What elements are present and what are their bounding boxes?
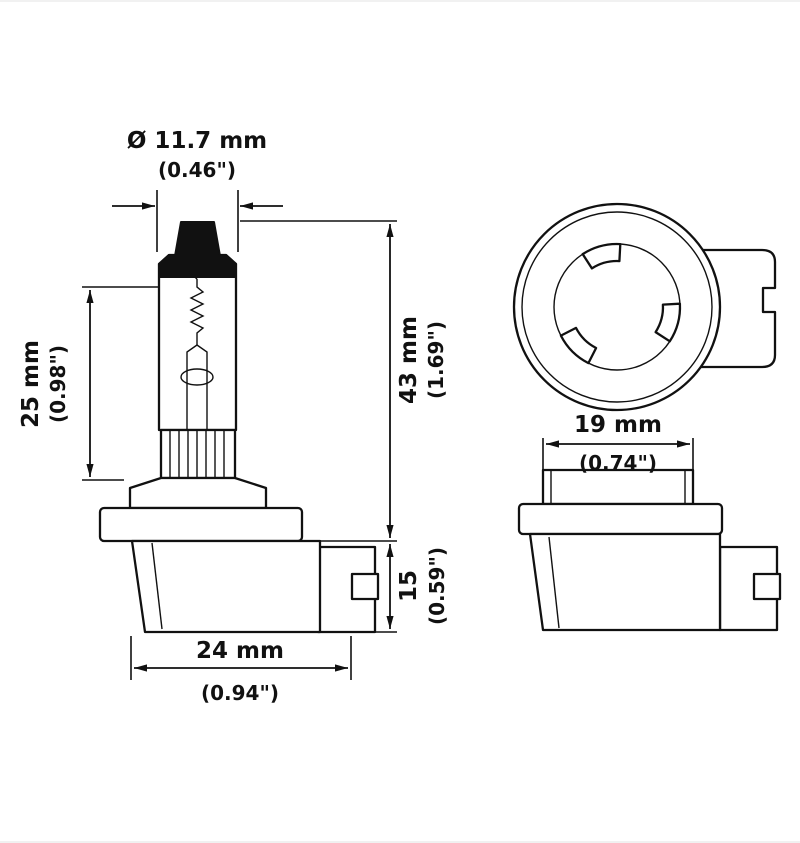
dim-base-height-mm-label: 15 bbox=[396, 570, 422, 602]
bulb-neck-band bbox=[128, 476, 268, 510]
keying-tab-top bbox=[581, 242, 622, 270]
side-view bbox=[517, 468, 782, 632]
dim-collar-width-in-label: (0.74") bbox=[579, 451, 657, 475]
dim-collar-width: 19 mm (0.74") bbox=[542, 412, 694, 475]
dim-overall-length-mm-label: 43 mm bbox=[396, 316, 422, 404]
dim-glass-length-mm-label: 25 mm bbox=[18, 340, 44, 428]
flange-outer-ring bbox=[512, 202, 722, 412]
connector-top-view bbox=[698, 248, 777, 369]
filament-lead-left bbox=[186, 344, 198, 430]
filament-hook bbox=[188, 271, 198, 280]
side-flange bbox=[517, 502, 724, 536]
bulb-black-coating bbox=[158, 254, 237, 278]
dim-base-width-in-label: (0.94") bbox=[201, 681, 279, 705]
side-collar bbox=[541, 468, 695, 506]
side-body-contour bbox=[548, 536, 560, 629]
bulb-collar bbox=[159, 428, 237, 480]
keying-tab-right bbox=[654, 302, 682, 343]
side-base-body bbox=[528, 532, 722, 632]
dim-collar-width-mm-label: 19 mm bbox=[574, 412, 662, 438]
bulb-flange bbox=[98, 506, 304, 543]
bulb-tip bbox=[174, 221, 221, 257]
bulb-base-body bbox=[130, 539, 322, 634]
dim-base-height-in-label: (0.59") bbox=[425, 547, 449, 625]
dim-overall-length: 43 mm (1.69") bbox=[240, 220, 448, 542]
connector-tab-front bbox=[350, 572, 380, 601]
dim-base-width-mm-label: 24 mm bbox=[196, 638, 284, 664]
connector-tab-side bbox=[752, 572, 782, 601]
dim-diameter: Ø 11.7 mm (0.46") bbox=[112, 128, 283, 252]
filament-shield bbox=[180, 368, 214, 386]
dim-overall-length-in-label: (1.69") bbox=[424, 321, 448, 399]
dim-glass-length: 25 mm (0.98") bbox=[18, 286, 158, 481]
dim-base-width: 24 mm (0.94") bbox=[130, 636, 352, 705]
dim-glass-length-in-label: (0.98") bbox=[46, 345, 70, 423]
top-view bbox=[512, 202, 777, 412]
base-body-contour bbox=[151, 542, 163, 630]
dim-diameter-in-label: (0.46") bbox=[158, 158, 236, 182]
collar-ribs bbox=[169, 431, 225, 477]
keying-tab-lower-left bbox=[559, 326, 598, 365]
front-view bbox=[98, 221, 380, 634]
filament-lead-right bbox=[196, 344, 208, 430]
dim-base-height: 15 (0.59") bbox=[360, 544, 449, 633]
filament-coil bbox=[189, 279, 205, 345]
dim-diameter-mm-label: Ø 11.7 mm bbox=[127, 128, 267, 154]
flange-inner-ring bbox=[521, 211, 713, 403]
side-collar-edges bbox=[550, 471, 686, 503]
